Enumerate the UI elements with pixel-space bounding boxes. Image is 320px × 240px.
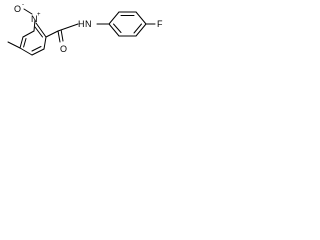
methyl-bond bbox=[7, 41, 21, 49]
charge-label-oxide: - bbox=[22, 2, 24, 8]
atom-label-amide-h: H bbox=[78, 19, 85, 29]
pyridine-bond-n-c2 bbox=[33, 19, 36, 32]
carbonyl-to-n-bond bbox=[57, 23, 79, 32]
pyridine-bond-c2-n-inner bbox=[34, 26, 43, 38]
pyridine-bond-c5-c6-inner bbox=[31, 46, 42, 52]
atom-label-amide-o: O bbox=[60, 44, 67, 54]
atom-label-ring-n: N bbox=[31, 14, 38, 24]
pyridine-bond-c3-c4-inner bbox=[23, 38, 27, 48]
atom-label-amide-n: N bbox=[85, 19, 92, 29]
pyridine-bond-c2-n bbox=[35, 22, 47, 38]
phenyl-bond-4-inner bbox=[133, 23, 142, 34]
pyridine-bond-c6-c2 bbox=[43, 36, 47, 50]
phenyl-bond-3 bbox=[135, 11, 147, 25]
chemical-structure: O - N + O N H F bbox=[7, 2, 163, 56]
pyridine-bond-c3-c4 bbox=[19, 36, 24, 49]
phenyl-bond-1 bbox=[108, 11, 120, 25]
carbonyl-double-bond-a bbox=[57, 30, 61, 43]
pyridine-bond-c5-c6 bbox=[31, 48, 45, 56]
carbonyl-double-bond-b bbox=[60, 29, 64, 42]
atom-label-oxide-o: O bbox=[14, 4, 21, 14]
pyridine-bond-c2-c3 bbox=[22, 30, 35, 38]
atom-label-fluorine: F bbox=[157, 19, 163, 29]
pyridine-bond-c4-c5 bbox=[19, 47, 33, 56]
phenyl-bond-6 bbox=[108, 23, 120, 37]
charge-label-ring-n: + bbox=[37, 12, 41, 18]
ring-to-carbonyl-bond bbox=[45, 30, 59, 38]
phenyl-bond-6-inner bbox=[113, 23, 122, 33]
n-oxide-bond bbox=[23, 8, 33, 15]
phenyl-bond-4 bbox=[135, 23, 147, 37]
